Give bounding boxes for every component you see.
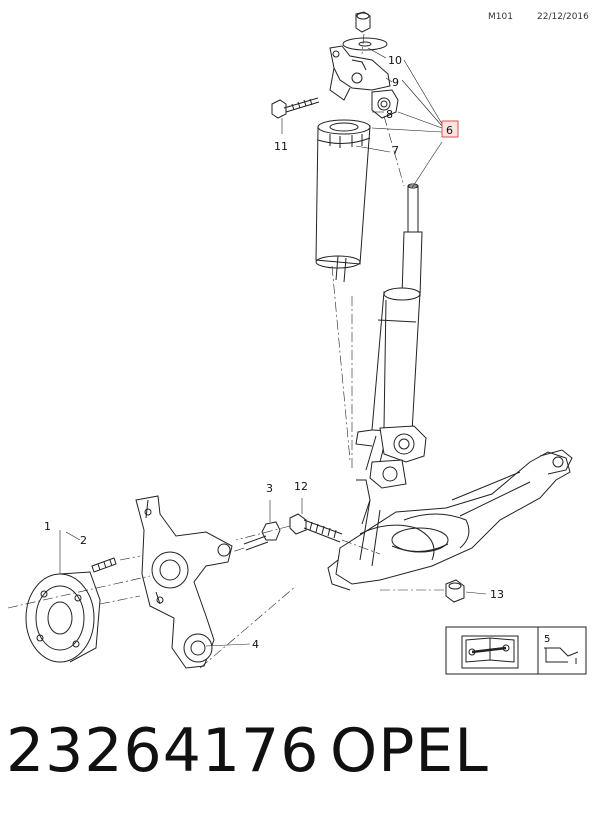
- shock-absorber-body[interactable]: [355, 287, 421, 471]
- mount-bolt[interactable]: [271, 97, 320, 119]
- callout-6-highlight-box[interactable]: [441, 120, 459, 138]
- axle-nut[interactable]: [445, 579, 465, 603]
- service-note-number: 5: [544, 634, 550, 645]
- manual-wrench-icon[interactable]: [461, 635, 519, 669]
- strut-mount-bracket[interactable]: [329, 45, 391, 101]
- callout-2: 2: [80, 534, 87, 547]
- callout-13: 13: [490, 588, 504, 601]
- callout-leaders: [59, 47, 487, 647]
- callout-4: 4: [252, 638, 259, 651]
- knuckle-bolt[interactable]: [243, 521, 281, 551]
- dust-boot[interactable]: [315, 119, 371, 283]
- diagram-date: 22/12/2016: [537, 12, 589, 22]
- brand-name: OPEL: [330, 716, 489, 786]
- wheel-stud[interactable]: [91, 557, 117, 573]
- callout-10: 10: [388, 54, 402, 67]
- callout-1: 1: [44, 520, 51, 533]
- callout-12: 12: [294, 480, 308, 493]
- top-nut[interactable]: [355, 11, 371, 33]
- service-info-box: [445, 626, 587, 675]
- diagram-code: M101: [488, 12, 513, 22]
- wheel-knuckle[interactable]: [135, 495, 233, 669]
- fluid-drain-icon: [544, 647, 579, 664]
- wheel-hub[interactable]: [25, 571, 101, 663]
- damper-rod[interactable]: [401, 183, 423, 297]
- callout-11: 11: [274, 140, 288, 153]
- callout-9: 9: [392, 76, 399, 89]
- rear-axle-beam[interactable]: [327, 449, 573, 591]
- callout-3: 3: [266, 482, 273, 495]
- callout-8: 8: [386, 108, 393, 121]
- axle-bolt[interactable]: [289, 513, 343, 543]
- washer[interactable]: [342, 37, 388, 51]
- mount-bushing[interactable]: [371, 89, 399, 119]
- callout-7: 7: [392, 144, 399, 157]
- assembly-centerlines: [7, 33, 446, 669]
- damper-lower-eye[interactable]: [369, 425, 427, 489]
- part-number: 23264176: [6, 716, 320, 786]
- callout-6[interactable]: 6: [446, 124, 453, 137]
